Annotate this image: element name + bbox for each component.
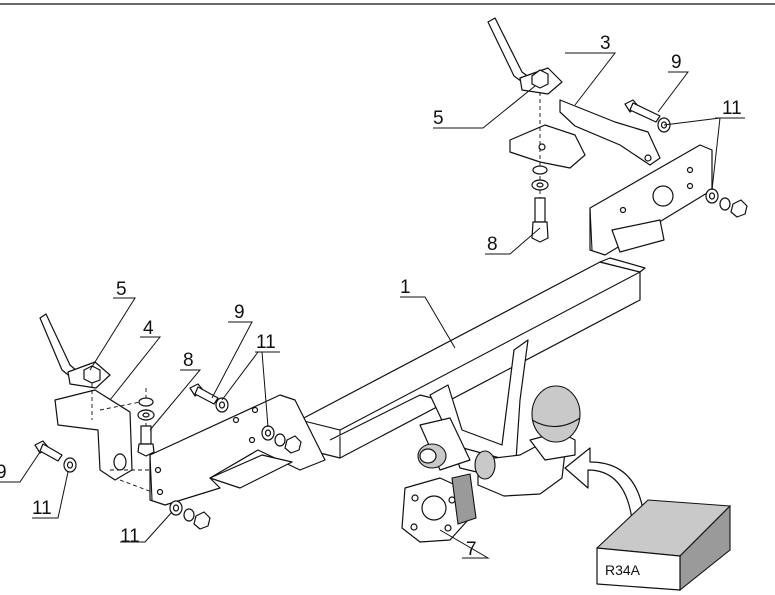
socket-plate-7 [401, 473, 477, 543]
bracket-3 [509, 99, 661, 169]
bolt-9-left-mid [189, 383, 219, 405]
washers-11-right-stack [705, 188, 748, 218]
callout-5-right: 5 [433, 108, 444, 129]
callout-4: 4 [143, 318, 154, 339]
ball-hitch [474, 385, 581, 497]
washer-11-far-left [63, 457, 77, 473]
bolt-9-far-left [34, 440, 63, 462]
package-box: R34A [596, 499, 731, 592]
callout-11-left-mid: 11 [256, 332, 276, 353]
leader-lines [0, 52, 745, 559]
callout-8-left: 8 [183, 350, 194, 371]
bolt-8-right-assembly [531, 92, 549, 243]
callout-1: 1 [400, 277, 411, 298]
washer-11-left-mid [215, 397, 229, 413]
tow-bar-tube-1 [299, 257, 646, 459]
callout-9-left-mid: 9 [234, 302, 245, 323]
callout-9-top-right: 9 [671, 52, 682, 73]
callout-11-bottom: 11 [120, 526, 140, 547]
right-mounting-plate [589, 144, 713, 256]
callout-3: 3 [600, 33, 611, 54]
callout-9-far-left: 9 [0, 462, 7, 483]
bracket-4 [54, 389, 153, 493]
callout-7: 7 [466, 539, 477, 560]
washers-11-bottom [169, 500, 211, 530]
bolt-8-left-assembly [137, 388, 155, 457]
callout-8-right: 8 [487, 234, 498, 255]
callout-5-left: 5 [116, 279, 127, 300]
clamp-5-right [487, 17, 563, 95]
callout-11-right: 11 [722, 98, 742, 119]
bolt-9-top-right [624, 99, 661, 123]
curved-arrow-icon [564, 447, 646, 529]
box-code-label: R34A [605, 562, 641, 578]
left-mounting-plate [149, 394, 326, 506]
callout-11-far-left: 11 [32, 498, 52, 519]
